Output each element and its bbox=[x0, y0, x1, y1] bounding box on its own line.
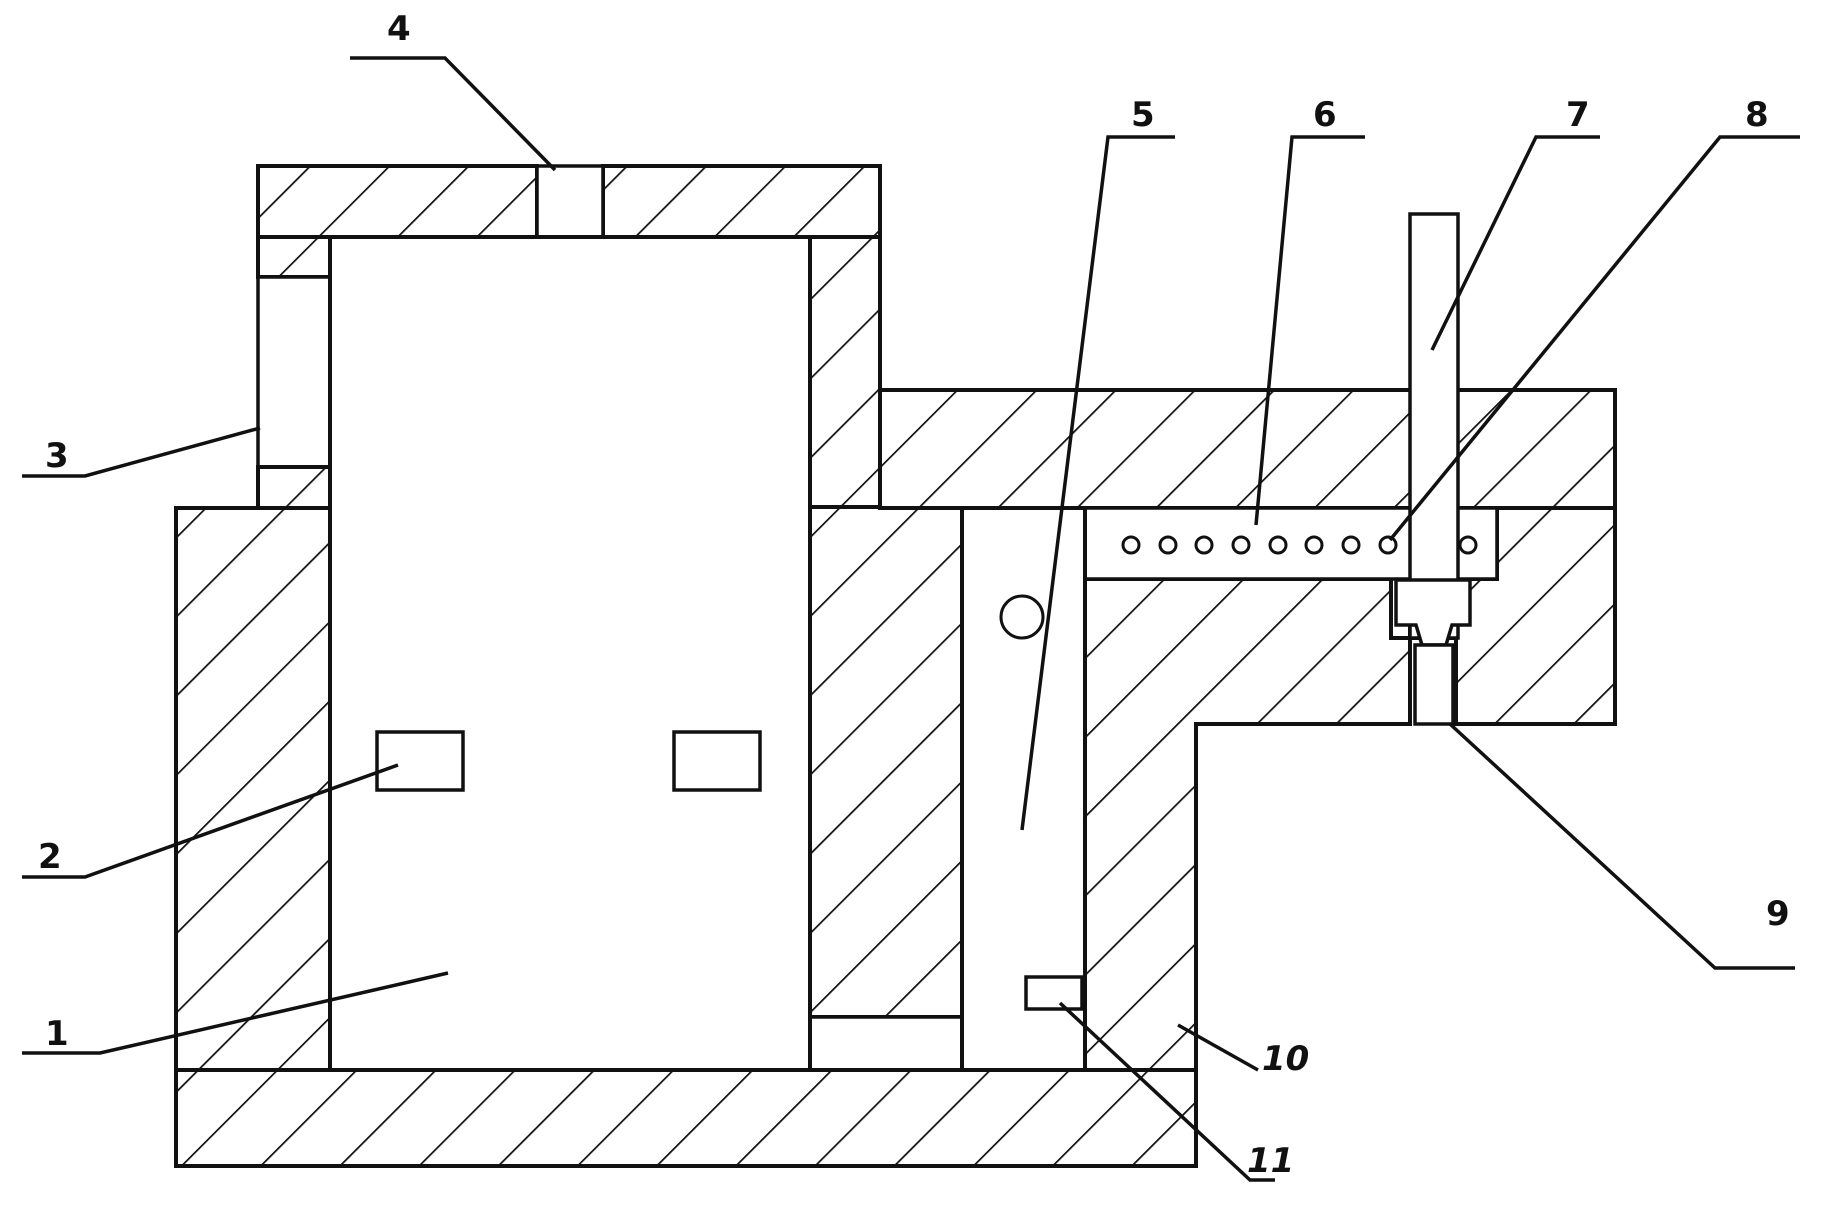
label-7: 7 bbox=[1566, 95, 1590, 135]
bottom-plate bbox=[174, 1068, 1198, 1168]
leader-lines bbox=[22, 56, 1800, 1182]
component-11 bbox=[1024, 975, 1084, 1011]
left-wall-upper bbox=[256, 235, 332, 510]
label-5: 5 bbox=[1131, 95, 1155, 135]
small-circle-marker bbox=[999, 594, 1045, 640]
labels: 4 3 2 1 5 6 7 8 9 10 11 bbox=[38, 9, 1790, 1181]
label-9: 9 bbox=[1766, 894, 1790, 934]
port-3 bbox=[256, 275, 332, 469]
left-wall bbox=[174, 506, 332, 1072]
label-3: 3 bbox=[45, 436, 69, 476]
needle-rod-7 bbox=[1394, 212, 1472, 726]
label-10: 10 bbox=[1262, 1039, 1309, 1079]
upper-right-plate bbox=[878, 388, 1617, 510]
right-body bbox=[1083, 506, 1617, 1168]
label-4: 4 bbox=[387, 9, 411, 49]
vent-hole-4 bbox=[535, 164, 605, 239]
top-cover-plate bbox=[256, 164, 882, 239]
component-2-right bbox=[672, 730, 762, 792]
label-1: 1 bbox=[45, 1014, 69, 1054]
middle-wall bbox=[808, 235, 964, 1072]
hole-row-8 bbox=[1121, 535, 1478, 555]
label-11: 11 bbox=[1247, 1141, 1294, 1181]
label-2: 2 bbox=[38, 837, 62, 877]
component-2-left bbox=[375, 730, 465, 792]
label-8: 8 bbox=[1745, 95, 1769, 135]
main-chamber-1 bbox=[328, 235, 812, 1072]
bottom-passage bbox=[808, 1015, 964, 1072]
label-6: 6 bbox=[1313, 95, 1337, 135]
